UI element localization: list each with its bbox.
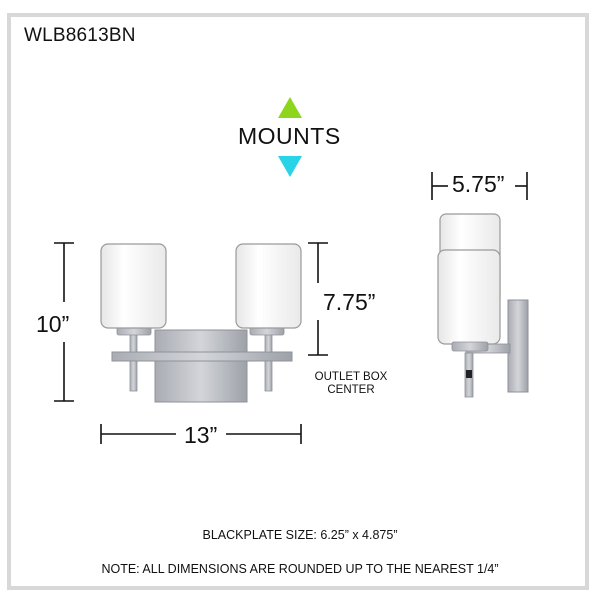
height-dimension-line (54, 242, 74, 402)
right-post-lower (264, 360, 273, 392)
width-label: 13” (184, 422, 218, 448)
height-label: 10” (36, 311, 70, 337)
mounts-label: MOUNTS (238, 123, 341, 149)
crossbar (111, 351, 293, 362)
left-post-upper (129, 333, 138, 353)
side-backplate (507, 299, 529, 393)
outlet-box-label: OUTLET BOX CENTER (306, 371, 396, 397)
depth-dimension-line (431, 172, 528, 200)
backplate-size-text: BLACKPLATE SIZE: 6.25” x 4.875” (202, 528, 398, 542)
dimensions-note: NOTE: ALL DIMENSIONS ARE ROUNDED UP TO T… (101, 562, 499, 576)
width-dimension-line (100, 424, 302, 444)
mount-down-arrow-icon (278, 156, 302, 177)
right-glass-shade (235, 243, 302, 329)
right-post-upper (264, 333, 273, 353)
outlet-height-label: 7.75” (323, 289, 376, 315)
outlet-dimension-line (308, 242, 328, 356)
side-holder (451, 341, 489, 352)
left-post-lower (129, 360, 138, 392)
front-view (100, 243, 302, 403)
side-front-glass-shade (437, 249, 501, 345)
depth-label: 5.75” (452, 171, 505, 197)
model-number: WLB8613BN (24, 25, 136, 46)
mount-up-arrow-icon (278, 97, 302, 118)
side-view (437, 213, 529, 398)
side-post-detail (466, 370, 472, 378)
backplate (154, 329, 248, 403)
outlet-box-label-line2: CENTER (327, 384, 375, 396)
left-glass-shade (100, 243, 167, 329)
outlet-box-label-line1: OUTLET BOX (314, 371, 388, 383)
